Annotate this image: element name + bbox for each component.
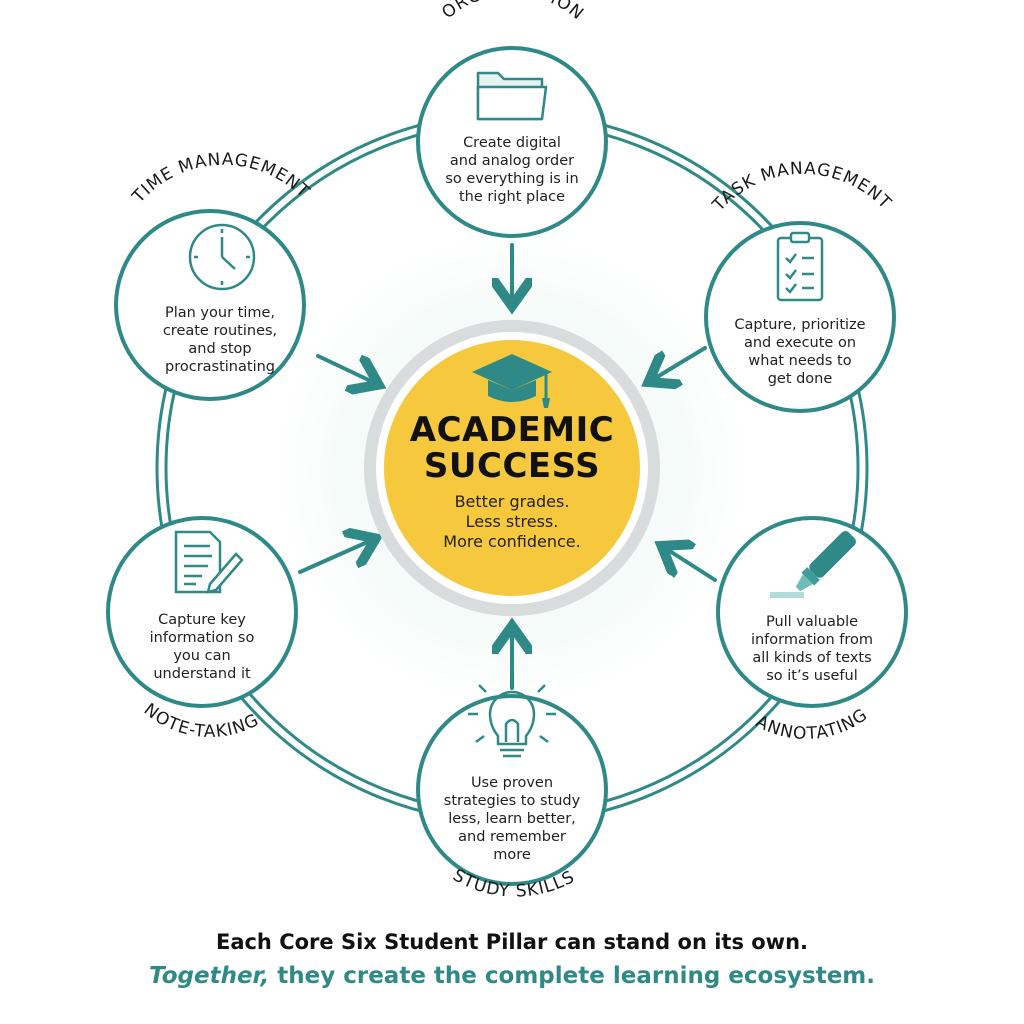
- text-line: Capture key: [158, 612, 246, 628]
- text-line: understand it: [153, 666, 251, 682]
- pillar-text-study-skills: Use proven strategies to study less, lea…: [437, 774, 587, 864]
- text-line: information from: [750, 632, 874, 648]
- arrow-task-management: [652, 346, 707, 380]
- center-sub-line2: Less stress.: [465, 512, 559, 531]
- footer-line2-rest: they create the complete learning ecosys…: [269, 963, 875, 989]
- center-sub-line3: More confidence.: [443, 532, 581, 551]
- pillar-circle-organization: [416, 46, 608, 238]
- label-organization: ORGANIZATION: [438, 0, 587, 24]
- text-line: you can: [173, 648, 231, 664]
- footer-emphasis: Together,: [148, 963, 270, 989]
- folder-icon: [476, 71, 548, 121]
- text-line: Plan your time,: [164, 305, 276, 321]
- highlighter-icon: [795, 531, 856, 592]
- pillar-circle-task-management: [704, 221, 896, 413]
- arrow-annotating: [665, 548, 717, 582]
- text-line: what needs to: [748, 353, 852, 369]
- pillar-text-task-management: Capture, prioritize and execute on what …: [725, 316, 875, 388]
- text-line: get done: [767, 371, 833, 387]
- graduation-cap-icon: [472, 354, 552, 408]
- text-line: Use proven: [470, 775, 554, 791]
- pillar-circle-time-management: [114, 209, 306, 401]
- text-line: create routines,: [162, 323, 278, 339]
- highlighter-stroke: [770, 592, 804, 598]
- text-line: and stop: [188, 341, 252, 357]
- pillar-text-time-management: Plan your time, create routines, and sto…: [145, 304, 295, 376]
- pillar-circle-note-taking: [106, 516, 298, 708]
- pillar-text-note-taking: Capture key information so you can under…: [127, 611, 277, 683]
- clock-icon: [188, 223, 256, 291]
- lightbulb-icon: [468, 674, 556, 758]
- arrows: [298, 243, 717, 690]
- checklist-clipboard-icon: [776, 231, 824, 302]
- pillar-circle-study-skills: [416, 694, 608, 886]
- text-line: information so: [149, 630, 255, 646]
- center-subtitle: Better grades. Less stress. More confide…: [392, 492, 632, 552]
- text-line: and analog order: [449, 153, 575, 169]
- center-circle: [384, 340, 640, 596]
- footer-line1: Each Core Six Student Pillar can stand o…: [215, 930, 809, 954]
- label-time-management: TIME MANAGEMENT: [128, 150, 314, 208]
- text-line: strategies to study: [443, 793, 581, 809]
- center-title: ACADEMIC SUCCESS: [392, 412, 632, 484]
- text-line: the right place: [458, 189, 566, 205]
- text-line: more: [493, 847, 531, 863]
- text-line: Capture, prioritize: [734, 317, 866, 333]
- pillar-text-annotating: Pull valuable information from all kinds…: [737, 613, 887, 685]
- pillar-circle-annotating: [716, 516, 908, 708]
- text-line: less, learn better,: [448, 811, 576, 827]
- arrow-note-taking: [298, 540, 372, 574]
- pillar-text-organization: Create digital and analog order so every…: [437, 134, 587, 206]
- text-line: so everything is in: [445, 171, 579, 187]
- center-title-line1: ACADEMIC: [409, 410, 615, 450]
- text-line: Pull valuable: [765, 614, 859, 630]
- center-title-line2: SUCCESS: [423, 446, 601, 486]
- label-task-management: TASK MANAGEMENT: [708, 159, 895, 216]
- text-line: and remember: [458, 829, 566, 845]
- text-line: procrastinating: [165, 359, 275, 375]
- text-line: all kinds of texts: [752, 650, 872, 666]
- pillar-circles: [106, 46, 908, 886]
- center-sub-line1: Better grades.: [454, 492, 570, 511]
- arrow-time-management: [316, 354, 375, 383]
- notes-pencil-icon: [174, 530, 244, 594]
- footer-line2: Together, they create the complete learn…: [0, 963, 1024, 989]
- text-line: and execute on: [743, 335, 857, 351]
- text-line: Create digital: [463, 135, 561, 151]
- text-line: so it’s useful: [766, 668, 858, 684]
